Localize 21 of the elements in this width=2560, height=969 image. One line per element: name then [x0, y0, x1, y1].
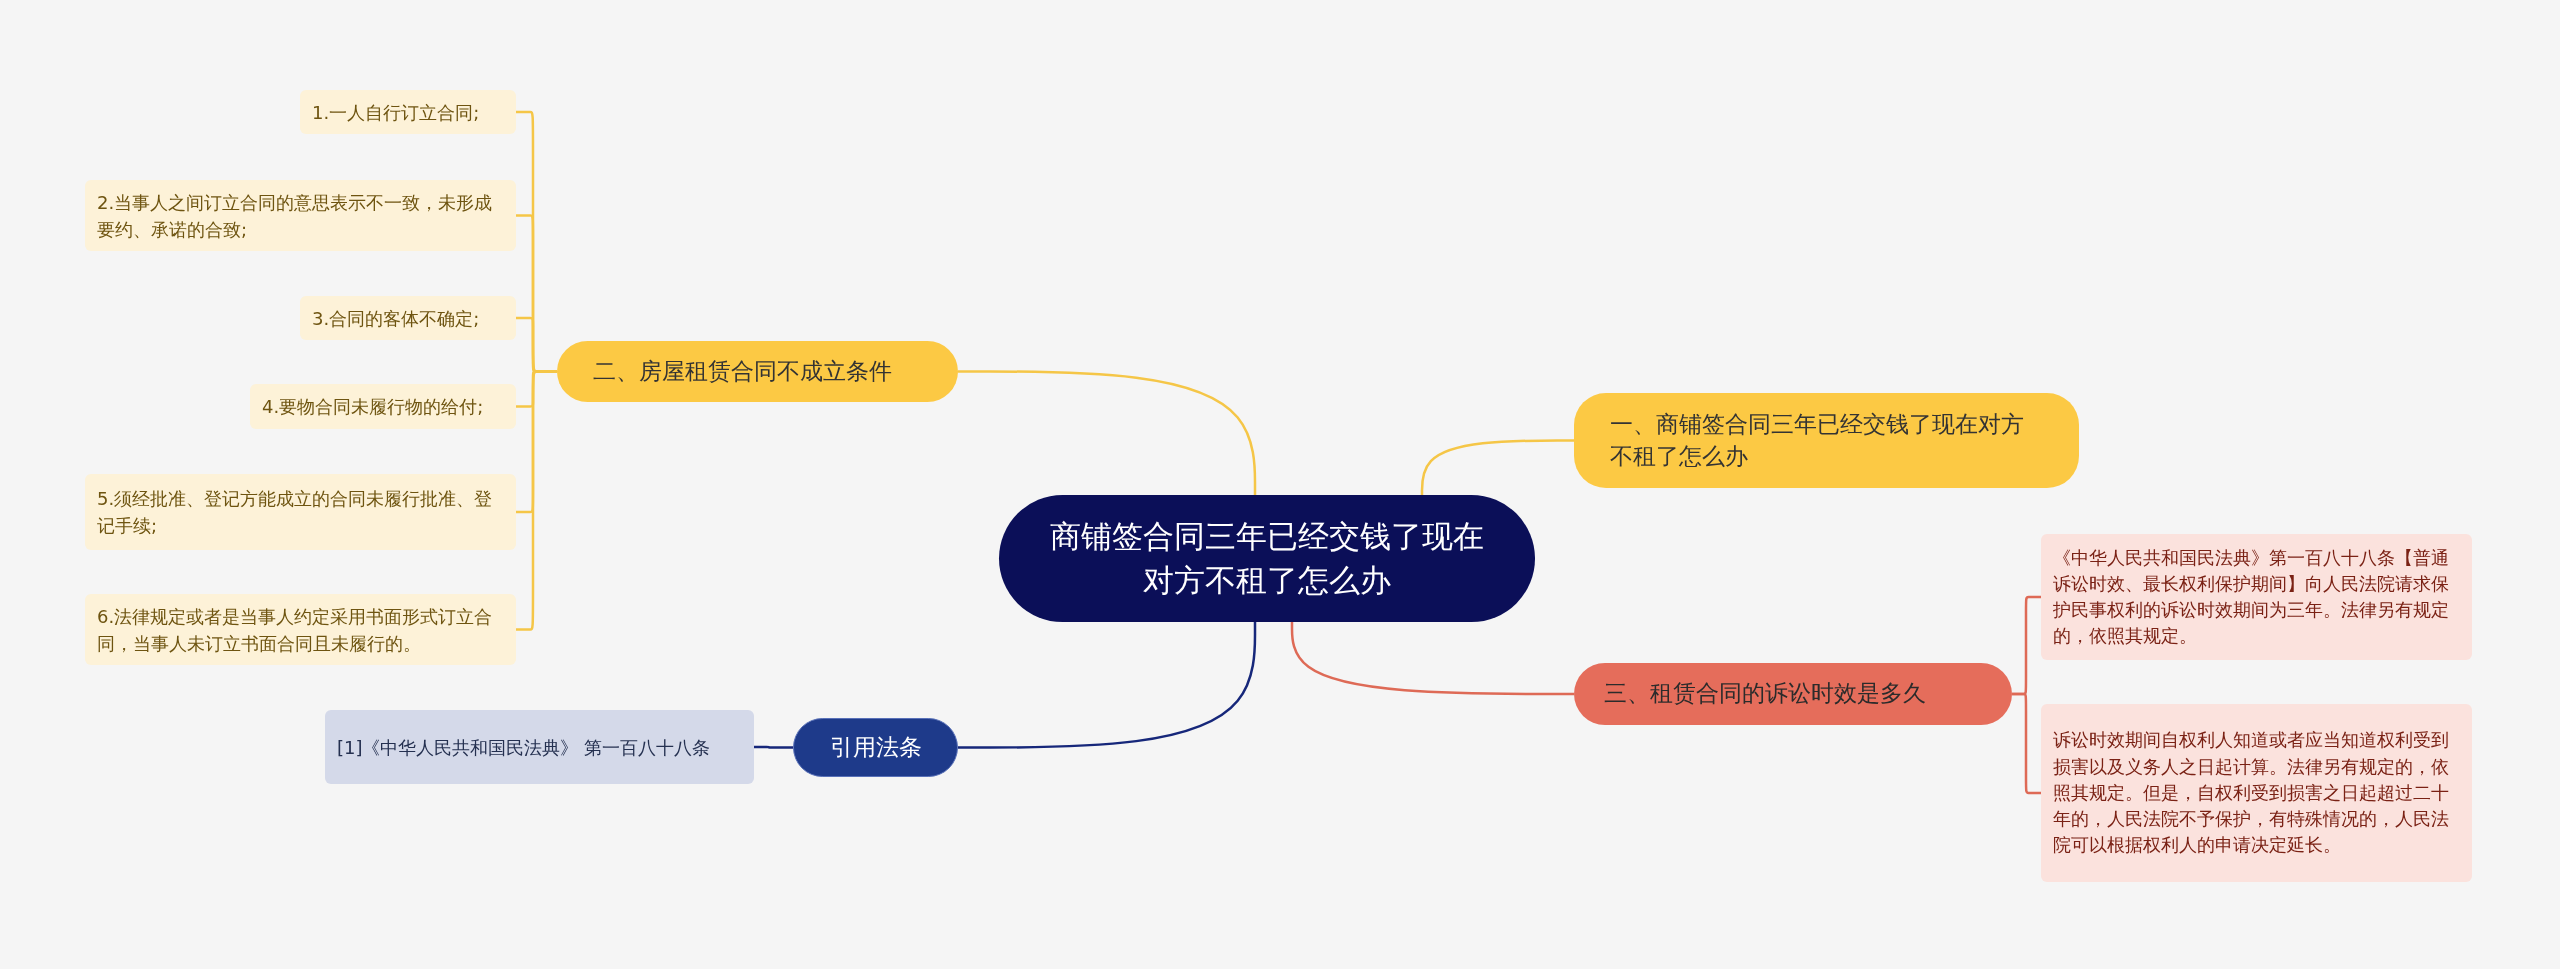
connector-line	[516, 370, 557, 631]
connector-line	[754, 745, 793, 749]
leaf-note: 1.一人自行订立合同;	[300, 90, 516, 134]
leaf-note: 诉讼时效期间自权利人知道或者应当知道权利受到损害以及义务人之日起计算。法律另有规定的，依照其规定。但是，自权利受到损害之日起超过二十年的，人民法院不予保护，有特殊情况的，人民法院可以根据权利人的申请决定延长。	[2041, 704, 2472, 882]
connector-line	[1290, 620, 1574, 696]
central-topic: 商铺签合同三年已经交钱了现在对方不租了怎么办	[999, 495, 1535, 622]
leaf-note: 5.须经批准、登记方能成立的合同未履行批准、登记手续;	[85, 474, 516, 550]
branch-topic: 二、房屋租赁合同不成立条件	[557, 341, 958, 402]
connector-line	[958, 370, 1257, 497]
leaf-note: 2.当事人之间订立合同的意思表示不一致，未形成要约、承诺的合致;	[85, 180, 516, 251]
connector-line	[958, 620, 1257, 749]
branch-topic: 一、商铺签合同三年已经交钱了现在对方不租了怎么办	[1574, 393, 2079, 488]
connector-line	[1420, 439, 1574, 497]
connector-line	[2012, 692, 2041, 795]
citation-note: [1]《中华人民共和国民法典》 第一百八十八条	[325, 710, 754, 784]
branch-topic: 引用法条	[793, 718, 958, 777]
leaf-note: 《中华人民共和国民法典》第一百八十八条【普通诉讼时效、最长权利保护期间】向人民法院请求保护民事权利的诉讼时效期间为三年。法律另有规定的，依照其规定。	[2041, 534, 2472, 660]
branch-topic: 三、租赁合同的诉讼时效是多久	[1574, 663, 2012, 725]
leaf-note: 6.法律规定或者是当事人约定采用书面形式订立合同，当事人未订立书面合同且未履行的。	[85, 594, 516, 665]
leaf-note: 4.要物合同未履行物的给付;	[250, 384, 516, 429]
leaf-note: 3.合同的客体不确定;	[300, 296, 516, 340]
